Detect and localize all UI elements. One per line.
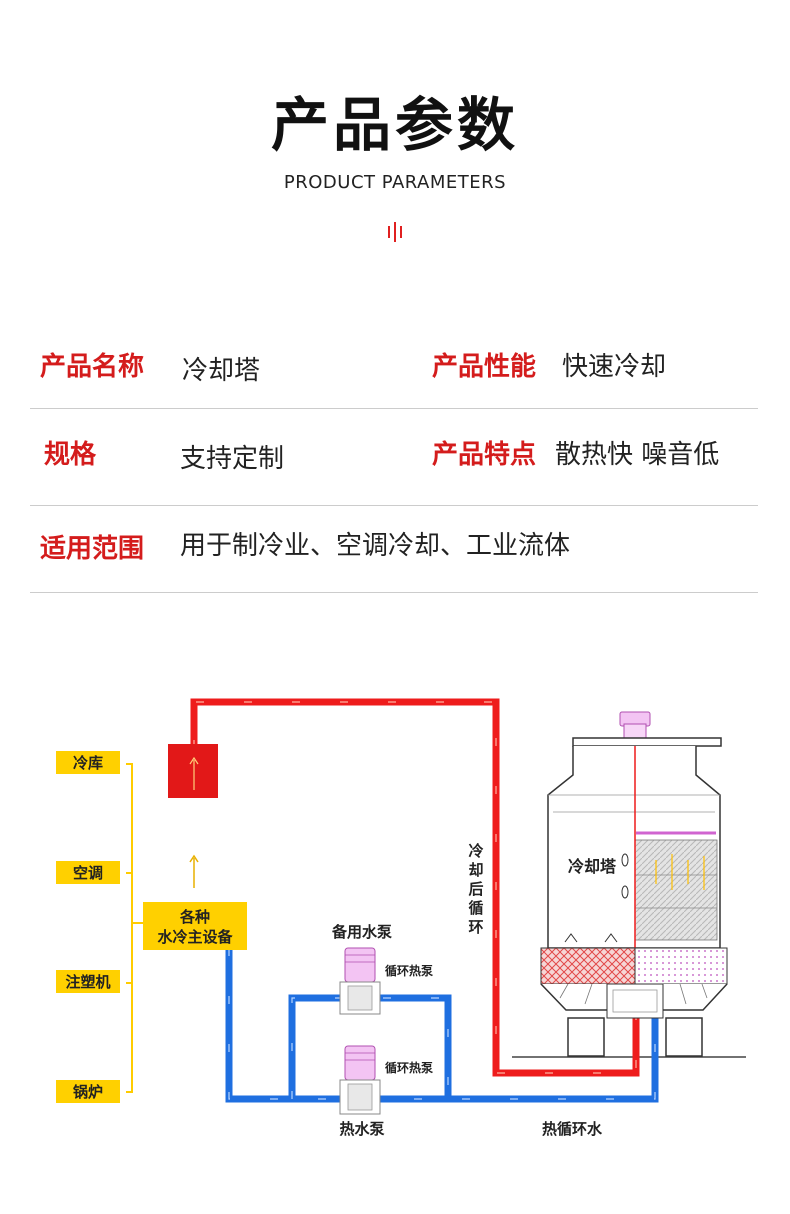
page-subtitle: PRODUCT PARAMETERS: [283, 172, 507, 193]
standby-pump-label: 备用水泵: [331, 923, 392, 941]
param-performance-value: 快速冷却: [562, 352, 667, 382]
hot-water-pump-motor: [344, 1045, 376, 1081]
host-equipment-line1: 各种: [179, 908, 210, 926]
circulation-pump-label-1: 循环热泵: [385, 963, 433, 978]
param-name-label: 产品名称: [40, 352, 145, 382]
app-label-cold-storage: 冷库: [73, 754, 103, 772]
hot-circulating-water-label: 热循环水: [542, 1120, 603, 1138]
app-label-boiler: 锅炉: [73, 1083, 103, 1101]
title-divider-mark: [386, 222, 404, 242]
host-equipment-box: [143, 902, 247, 950]
table-divider: [30, 592, 758, 593]
vertical-label-char: 冷: [468, 842, 483, 860]
app-label-box-cold-storage: [56, 751, 120, 774]
tower-label: 冷却塔: [568, 857, 617, 876]
param-feature-label: 产品特点: [432, 440, 537, 470]
red-pipe-flow-arrows: [193, 701, 637, 1074]
param-spec-value: 支持定制: [180, 444, 285, 474]
param-feature-value: 散热快 噪音低: [555, 440, 720, 470]
hot-water-pump-label: 热水泵: [339, 1120, 384, 1138]
app-label-box-boiler: [56, 1080, 120, 1103]
vertical-label-char: 循: [468, 899, 483, 917]
vertical-label-char: 环: [468, 918, 483, 936]
fill-pack: [634, 839, 718, 941]
table-divider: [30, 505, 758, 506]
vertical-label-char: 却: [468, 861, 483, 879]
circulation-pump-label-2: 循环热泵: [385, 1060, 433, 1075]
param-spec-label: 规格: [44, 440, 97, 470]
param-name-value: 冷却塔: [182, 356, 261, 386]
tower-leg: [665, 1017, 703, 1057]
tower-leg: [567, 1017, 605, 1057]
app-label-box-air-conditioner: [56, 861, 120, 884]
vertical-label-char: 后: [468, 880, 483, 898]
param-performance-label: 产品性能: [432, 352, 537, 382]
blue-bypass-arrows: [291, 997, 449, 1099]
water-basin: [540, 947, 636, 985]
param-scope-label: 适用范围: [40, 534, 145, 564]
standby-pump-motor: [344, 947, 376, 983]
blue-return-pipe: [225, 948, 659, 1103]
page-title: 产品参数: [270, 91, 519, 159]
heat-source-block: [168, 744, 218, 798]
app-label-box-injection-molding: [56, 970, 120, 993]
app-label-air-conditioner: 空调: [73, 864, 103, 882]
table-divider: [30, 408, 758, 409]
cooling-tower: [540, 711, 728, 1057]
param-scope-value: 用于制冷业、空调冷却、工业流体: [180, 531, 571, 561]
host-equipment-line2: 水冷主设备: [157, 928, 233, 946]
app-label-injection-molding: 注塑机: [65, 973, 110, 991]
application-bracket: [126, 763, 143, 1093]
